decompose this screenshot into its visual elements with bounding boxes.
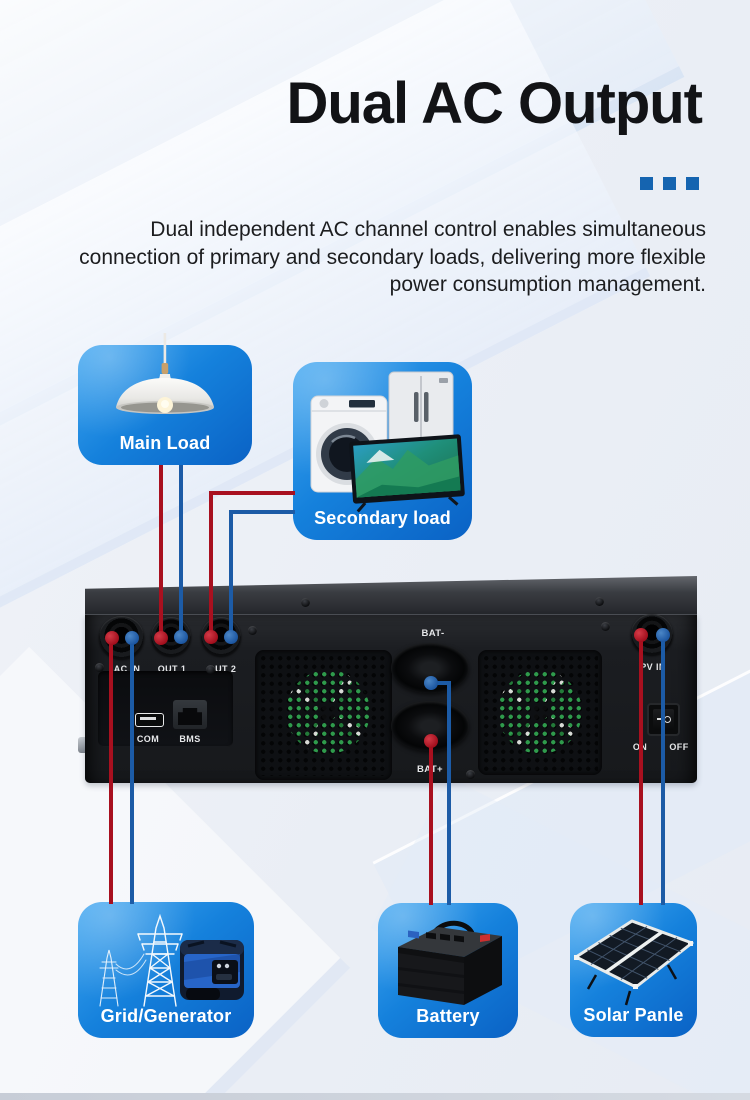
bms-rj45-port [173,700,207,729]
wire-secondary-blue-v [229,510,233,639]
battery-image [398,920,502,1005]
screw [206,665,215,674]
callout-secondary-load: Secondary load [293,362,472,540]
callout-main-load: Main Load [78,333,252,465]
wire-mainload-red [159,465,163,640]
accent-dot [686,177,699,190]
secondary-load-label: Secondary load [314,508,451,528]
callout-battery: Battery [378,903,518,1038]
comm-port-recess [98,671,233,747]
wire-acin-red [109,638,113,904]
wire-acin-blue [130,638,134,904]
off-label: OFF [669,742,689,752]
pendant-lamp-image [116,333,214,414]
bat-minus-label: BAT- [421,628,445,639]
node-bat-minus-blue [424,676,438,690]
node-out2-red [204,630,218,644]
node-pv-blue [656,628,670,642]
com-label: COM [136,734,160,744]
left-fan [286,670,370,754]
node-acin-blue [125,631,139,645]
node-pv-red [634,628,648,642]
accent-dot [640,177,653,190]
device-top-face [85,576,697,616]
node-out2-blue [224,630,238,644]
right-fan-vent [478,650,602,775]
node-out1-red [154,631,168,645]
solar-panel-image [574,919,694,1006]
wire-secondary-blue-h [229,510,295,514]
wire-secondary-red-v [209,491,213,639]
screw [248,626,257,635]
node-bat-plus-red [424,734,438,748]
description-text: Dual independent AC channel control enab… [79,218,706,296]
wire-mainload-blue [179,465,183,639]
callout-grid-generator: Grid/Generator [78,902,254,1038]
screw [595,597,604,606]
screw [466,770,475,779]
appliances-image [310,371,465,513]
callout-solar-panel: Solar Panle [570,903,697,1037]
wire-bat-red [429,741,433,905]
wire-secondary-red-h [209,491,295,495]
bottom-edge-band [0,1093,750,1100]
left-fan-vent [255,650,392,780]
inverter-rear-panel: AC IN OUT 1 OUT 2 PV IN COM BMS BAT- BAT… [85,576,697,783]
switch-off-mark [664,716,671,723]
node-out1-blue [174,630,188,644]
battery-label: Battery [416,1006,480,1026]
screw [95,663,104,672]
title-accent-dots [640,177,699,190]
solar-panel-label: Solar Panle [583,1005,684,1025]
right-fan [498,670,582,754]
bms-label: BMS [179,734,201,744]
screw [601,622,610,631]
node-acin-red [105,631,119,645]
main-load-label: Main Load [119,433,211,453]
com-usb-port [135,713,164,727]
wire-pv-blue [661,635,665,905]
accent-dot [663,177,676,190]
wire-bat-blue-v [447,681,451,905]
page-title: Dual AC Output [286,71,703,136]
wire-pv-red [639,635,643,905]
grid-generator-image [99,913,244,1007]
screw [301,598,310,607]
grid-generator-label: Grid/Generator [100,1006,232,1026]
